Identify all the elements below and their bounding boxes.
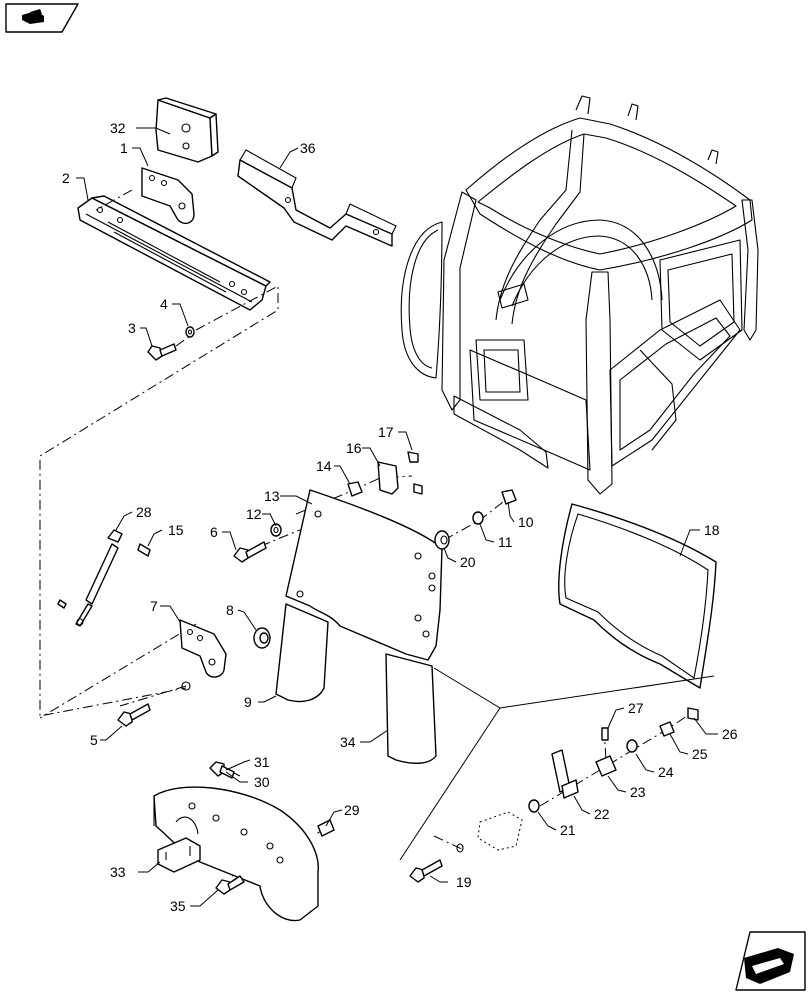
next-page-arrow-icon <box>744 948 794 984</box>
part-7-washer <box>181 681 191 691</box>
part-26-screw <box>687 707 699 721</box>
callout-14: 14 <box>316 458 332 474</box>
callout-4: 4 <box>160 296 168 312</box>
callout-27: 27 <box>628 700 644 716</box>
callout-21: 21 <box>560 822 576 838</box>
part-4-washer <box>185 326 195 338</box>
callout-labels: 32 1 2 36 3 4 28 15 7 8 9 5 34 6 12 13 1… <box>62 120 738 914</box>
callout-26: 26 <box>722 726 738 742</box>
callout-10: 10 <box>518 514 534 530</box>
callout-19: 19 <box>456 874 472 890</box>
part-17-nut <box>407 451 423 495</box>
part-32-bracket <box>155 97 219 163</box>
part-20-grommet <box>434 530 450 550</box>
part-15-screw <box>57 543 151 609</box>
part-6-bolt <box>233 541 267 563</box>
part-33-clamp-block <box>157 837 201 873</box>
part-35-bolt <box>215 875 245 895</box>
callout-15: 15 <box>168 522 184 538</box>
part-23-bushing <box>595 755 617 777</box>
detail-pointer-lines <box>399 667 715 861</box>
part-8-grommet <box>253 627 271 649</box>
part-18-window-seal <box>558 503 717 689</box>
callout-3: 3 <box>128 320 136 336</box>
part-36-bracket <box>237 149 397 247</box>
callout-12: 12 <box>246 506 262 522</box>
callout-7: 7 <box>150 598 158 614</box>
part-14-nut <box>347 481 363 497</box>
part-5-bolt <box>117 703 151 727</box>
callout-32: 32 <box>110 120 126 136</box>
callout-18: 18 <box>704 522 720 538</box>
part-24-washer <box>626 739 638 753</box>
callout-13: 13 <box>264 488 280 504</box>
part-19-bolt <box>409 843 464 883</box>
part-9-flap <box>275 603 329 703</box>
callout-36: 36 <box>300 140 316 156</box>
part-3-bolt <box>147 343 177 361</box>
part-29-sleeve <box>317 819 335 837</box>
callout-16: 16 <box>346 440 362 456</box>
callout-30: 30 <box>254 774 270 790</box>
next-page-button[interactable] <box>735 931 806 991</box>
part-21-spacer <box>528 799 540 813</box>
part-11-washer <box>472 511 484 525</box>
callout-17: 17 <box>378 424 394 440</box>
callout-8: 8 <box>226 602 234 618</box>
part-28-gas-strut <box>75 529 123 627</box>
callout-2: 2 <box>62 170 70 186</box>
part-16-bracket <box>377 461 399 495</box>
callout-33: 33 <box>110 864 126 880</box>
callout-5: 5 <box>90 732 98 748</box>
callout-1: 1 <box>120 140 128 156</box>
part-13-main-panel <box>285 489 443 661</box>
part-1-plate <box>141 167 195 225</box>
part-10-nut <box>501 489 517 505</box>
cab-frame <box>400 95 759 495</box>
part-31-bolt <box>209 761 235 779</box>
callout-11: 11 <box>498 534 513 550</box>
part-latch-plate <box>477 811 523 851</box>
callout-6: 6 <box>210 524 218 540</box>
callout-35: 35 <box>170 898 186 914</box>
callout-20: 20 <box>460 554 476 570</box>
part-25-nut <box>659 721 675 737</box>
callout-28: 28 <box>136 504 152 520</box>
part-22-latch-pin <box>551 749 579 799</box>
part-7-bracket <box>179 619 227 678</box>
prev-page-button[interactable] <box>5 3 79 33</box>
part-12-washer <box>270 523 282 537</box>
part-2-rail <box>77 195 271 311</box>
callout-34: 34 <box>340 734 356 750</box>
callout-29: 29 <box>344 802 360 818</box>
callout-22: 22 <box>594 806 610 822</box>
callout-23: 23 <box>630 784 646 800</box>
callout-31: 31 <box>254 754 270 770</box>
callout-25: 25 <box>692 746 708 762</box>
callout-24: 24 <box>658 764 674 780</box>
prev-page-arrow-icon <box>22 9 44 24</box>
callout-9: 9 <box>244 694 252 710</box>
callout-leaders <box>76 127 718 907</box>
part-27-pin <box>601 727 609 741</box>
part-34-flap <box>385 653 437 764</box>
